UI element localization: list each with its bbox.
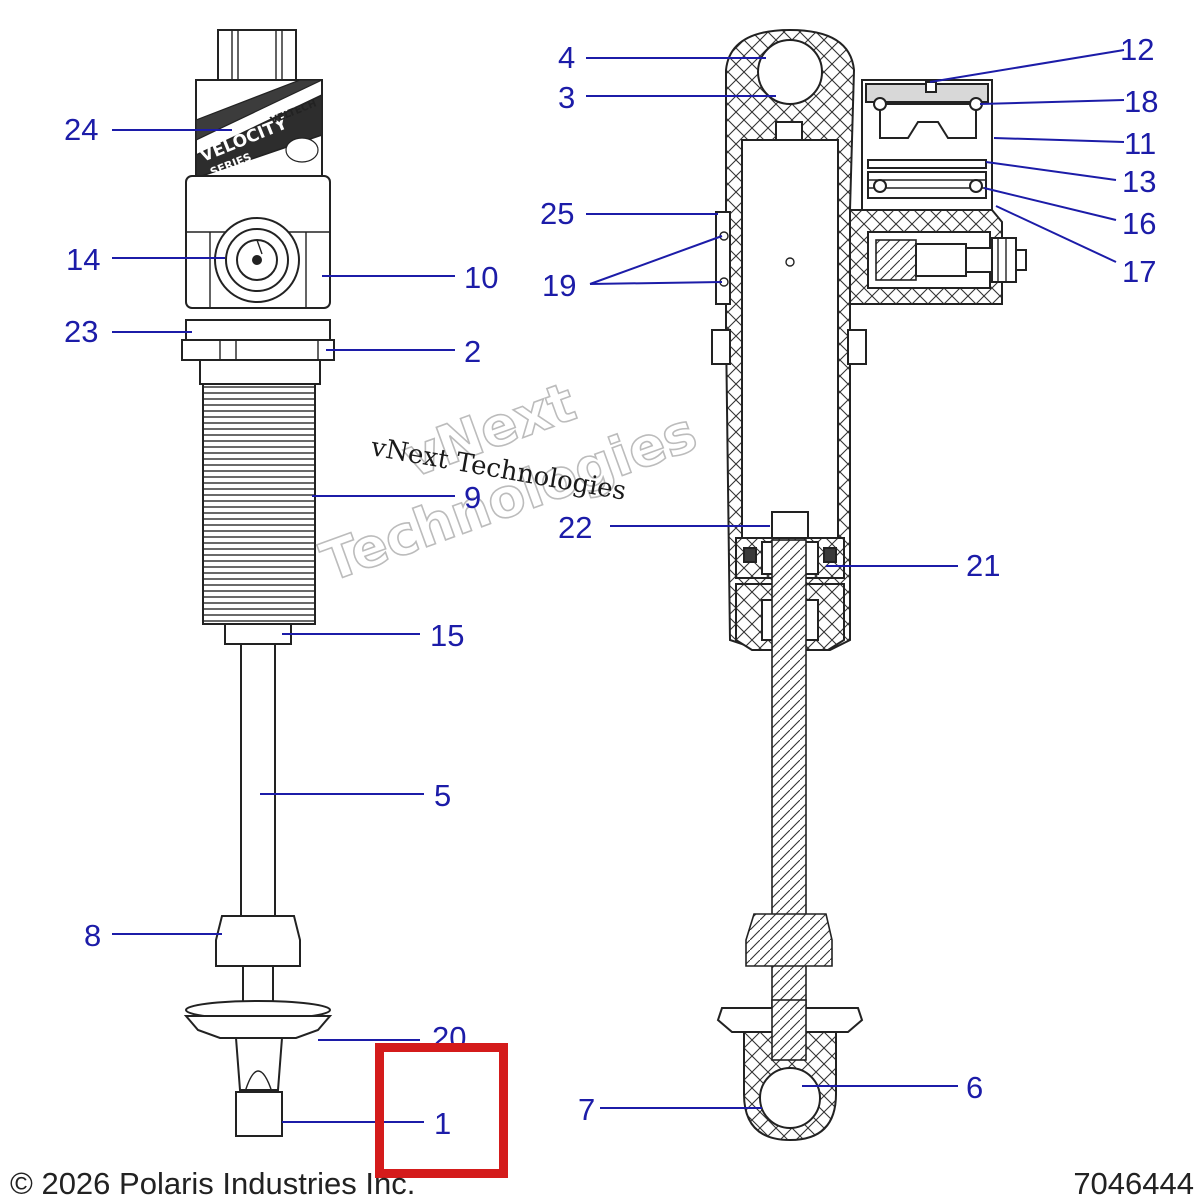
callout-18: 18: [1124, 84, 1158, 119]
highlight-box-callout-1: [375, 1043, 508, 1178]
leader-18: [979, 99, 1125, 105]
reservoir-assembly: [861, 79, 993, 211]
callout-11: 11: [1124, 126, 1156, 161]
callout-9: 9: [464, 480, 481, 515]
callout-17: 17: [1122, 254, 1156, 289]
end-cap-cup: [183, 1000, 333, 1039]
valve-body-section: [849, 209, 1027, 305]
leader-13: [985, 161, 1117, 181]
callout-22: 22: [558, 510, 592, 545]
callout-16: 16: [1122, 206, 1156, 241]
lower-eyelet-bushing: [759, 1067, 821, 1129]
callout-1: 1: [434, 1106, 451, 1141]
lower-eyelet-section: [716, 999, 864, 1142]
top-eyelet-bushing: [757, 39, 823, 105]
reservoir-cap-with-decal: VELOCITY SERIES VELTECH: [195, 79, 323, 180]
seal-cap: [224, 623, 292, 645]
diagram-part-number: 7046444: [1073, 1166, 1194, 1200]
leader-11: [993, 137, 1125, 143]
shock-external-view: VELOCITY SERIES VELTECH: [181, 29, 335, 1137]
callout-6: 6: [966, 1070, 983, 1105]
callout-5: 5: [434, 778, 451, 813]
copyright-text: © 2026 Polaris Industries Inc.: [10, 1166, 416, 1200]
adjuster-knob: [214, 217, 300, 303]
leader-12: [929, 49, 1125, 83]
shaft-section: [771, 539, 807, 1061]
shaft: [240, 643, 276, 917]
shock-section-view: [711, 28, 1027, 1142]
callout-3: 3: [558, 80, 575, 115]
callout-8: 8: [84, 918, 101, 953]
callout-12: 12: [1120, 32, 1154, 67]
spring-adjuster-collar: [181, 319, 335, 385]
callout-19: 19: [542, 268, 576, 303]
callout-10: 10: [464, 260, 498, 295]
bumper-section: [745, 913, 833, 967]
bumper: [215, 915, 301, 967]
leader-17: [995, 205, 1117, 263]
leader-16: [983, 187, 1117, 221]
callout-25: 25: [540, 196, 574, 231]
threaded-shock-body: [202, 383, 316, 625]
callout-4: 4: [558, 40, 575, 75]
inner-cylinder-bore: [741, 139, 839, 541]
watermark: vNext Technologies vNext Technologies: [312, 369, 705, 595]
leader-19b: [589, 281, 723, 285]
callout-numbers: 24 14 10 23 2 9 15 5 8 20 1 4 3 25 19 22…: [64, 32, 1158, 1141]
top-eyelet-fitting: [217, 29, 297, 83]
callout-24: 24: [64, 112, 98, 147]
callout-7: 7: [578, 1092, 595, 1127]
callout-2: 2: [464, 334, 481, 369]
callout-15: 15: [430, 618, 464, 653]
lower-eyelet-stem: [234, 1037, 284, 1137]
callout-14: 14: [66, 242, 100, 277]
leader-19a: [589, 235, 723, 285]
callout-23: 23: [64, 314, 98, 349]
callout-21: 21: [966, 548, 1000, 583]
leader-lines: [112, 49, 1125, 1123]
callout-13: 13: [1122, 164, 1156, 199]
